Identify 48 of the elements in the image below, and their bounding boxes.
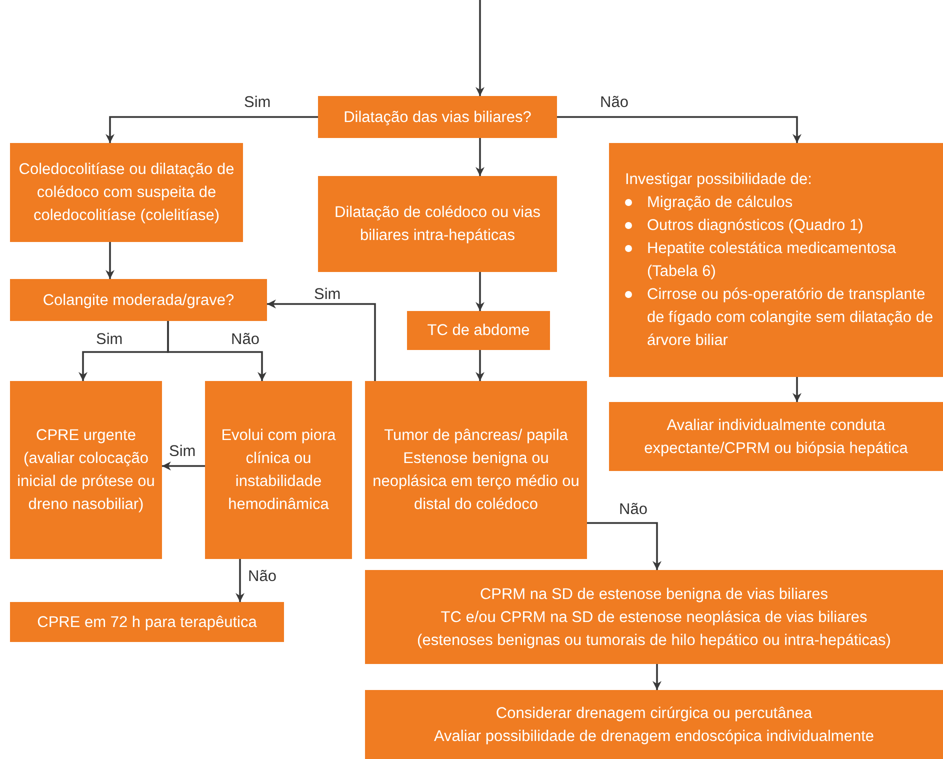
arrow	[476, 272, 484, 311]
box-text: Avaliar individualmente conduta expectante/CPRM ou biópsia hepática	[643, 416, 909, 458]
process-box	[10, 279, 267, 321]
process-box	[407, 311, 550, 350]
box-text: CPRE em 72 h para terapêutica	[37, 612, 257, 632]
box-text: Estenose benigna ou neoplásica em terço médio ou distal do colédoco	[372, 449, 580, 515]
box-text: Dilatação de colédoco ou vias biliares intra-hepáticas	[334, 203, 542, 246]
arrow	[652, 664, 662, 690]
process-box	[10, 143, 243, 242]
process-box	[10, 602, 284, 642]
process-box	[10, 381, 162, 559]
box-text: (estenoses benignas ou tumorais de hilo hepático ou intra-hepáticas)	[417, 630, 891, 650]
box-text: Investigar possibilidade de:	[625, 170, 812, 190]
arrow	[587, 522, 662, 570]
list-item: Cirrose ou pós-operatório de transplante de fígado com colangite sem dilatação de árvore biliar	[647, 285, 934, 351]
list-item: Hepatite colestática medicamentosa (Tabela 6)	[647, 239, 897, 282]
process-box	[365, 570, 943, 664]
arrow	[557, 116, 802, 143]
box-text: TC de abdome	[427, 321, 530, 341]
box-text: Evolui com piora clínica ou instabilidade hemodinâmica	[220, 426, 337, 515]
box-text: Tumor de pâncreas/ papila	[384, 426, 568, 446]
box-text: Dilatação das vias biliares?	[344, 108, 532, 128]
box-text: TC e/ou CPRM na SD de estenose neoplásica de vias biliares	[440, 608, 868, 628]
process-box	[609, 402, 943, 471]
process-box	[609, 143, 943, 377]
arrow	[267, 300, 376, 381]
box-text: CPRM na SD de estenose benigna de vias biliares	[480, 584, 828, 604]
box-text: Considerar drenagem cirúrgica ou percutânea	[496, 704, 812, 724]
arrow	[106, 242, 114, 279]
arrow	[476, 0, 484, 96]
box-text: CPRE urgente (avaliar colocação inicial de prótese ou dreno nasobiliar)	[16, 426, 156, 515]
process-box	[365, 690, 943, 759]
arrow	[167, 321, 266, 381]
arrow	[476, 350, 484, 381]
box-text: Avaliar possibilidade de drenagem endoscópica individualmente	[434, 726, 874, 746]
process-box	[205, 381, 352, 559]
list-item: Migração de cálculos	[647, 193, 793, 213]
arrow	[162, 462, 205, 470]
arrow	[476, 138, 484, 176]
box-text: Colangite moderada/grave?	[42, 290, 234, 310]
arrow	[792, 377, 802, 402]
arrow	[106, 116, 318, 143]
box-text: Coledocolitíase ou dilatação de colédoco com suspeita de coledocolitíase (colelitíase)	[18, 160, 236, 226]
process-box	[318, 176, 557, 272]
list-item: Outros diagnósticos (Quadro 1)	[647, 216, 864, 236]
process-box	[318, 96, 557, 138]
arrow	[236, 559, 244, 602]
process-box	[365, 381, 587, 559]
